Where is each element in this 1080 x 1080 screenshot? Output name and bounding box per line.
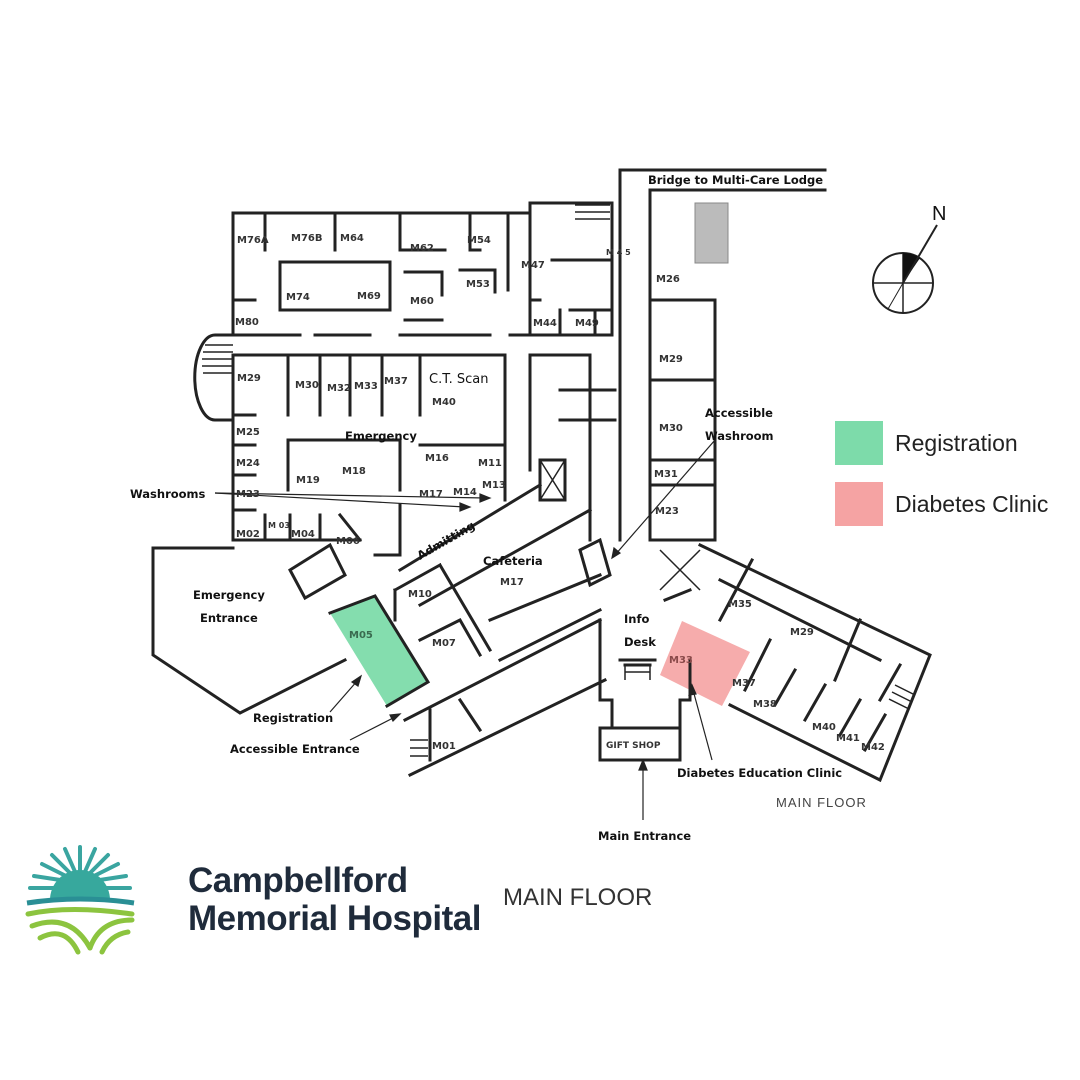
room-label: M62: [410, 243, 434, 254]
hospital-name-line1: Campbellford: [188, 861, 408, 900]
room-label: M76B: [291, 233, 323, 244]
emergency-label: Emergency: [345, 429, 417, 443]
room-label: M74: [286, 292, 310, 303]
room-label: M69: [357, 291, 381, 302]
room-label: M14: [453, 487, 477, 498]
room-label: M23: [655, 506, 679, 517]
hospital-logo: [25, 845, 135, 955]
gift-shop-outline: [598, 726, 682, 762]
diabetes-clinic-callout: Diabetes Education Clinic: [677, 766, 842, 780]
room-label: M44: [533, 318, 557, 329]
hospital-name: Campbellford Memorial Hospital: [188, 862, 481, 938]
room-label: M42: [861, 742, 885, 753]
ct-scan-label: C.T. Scan: [429, 372, 488, 387]
room-label: M47: [521, 260, 545, 271]
room-label: M30: [659, 423, 683, 434]
room-label: M 4 5: [606, 248, 631, 257]
room-label: M29: [659, 354, 683, 365]
room-label: M76A: [237, 235, 269, 246]
room-label: M40: [432, 397, 456, 408]
room-label: M26: [656, 274, 680, 285]
room-label: M05: [349, 630, 373, 641]
room-label: M24: [236, 458, 260, 469]
room-label: M29: [237, 373, 261, 384]
info-desk-label: Info: [624, 612, 649, 626]
room-label: M80: [235, 317, 259, 328]
room-label: M19: [296, 475, 320, 486]
room-label: M25: [236, 427, 260, 438]
room-label: M 03: [268, 521, 290, 530]
washrooms-label: Washrooms: [130, 487, 206, 501]
room-label: M11: [478, 458, 502, 469]
room-label: M23: [236, 489, 260, 500]
legend-swatch-diabetes-clinic: [835, 482, 883, 526]
legend-swatch-registration: [835, 421, 883, 465]
admitting-label: Admitting: [415, 518, 478, 562]
accessible-washroom-label: Washroom: [705, 429, 774, 443]
room-label: M37: [384, 376, 408, 387]
legend-item-diabetes-clinic: Diabetes Clinic: [835, 482, 1048, 526]
emergency-entrance-label: Emergency: [193, 588, 265, 602]
hospital-name-line2: Memorial Hospital: [188, 899, 481, 938]
floor-title: MAIN FLOOR: [503, 884, 653, 911]
room-label: M01: [432, 741, 456, 752]
room-label: M35: [728, 599, 752, 610]
legend-label: Diabetes Clinic: [895, 490, 1049, 517]
room-label: M17: [500, 577, 524, 588]
room-label: M31: [654, 469, 678, 480]
room-label: M49: [575, 318, 599, 329]
main-entrance-label: Main Entrance: [598, 829, 691, 843]
room-label: M10: [408, 589, 432, 600]
callout-arrows: [214, 439, 716, 820]
room-label: M13: [482, 480, 506, 491]
walls: [151, 168, 932, 783]
room-label: M16: [425, 453, 449, 464]
room-label: M33: [669, 655, 693, 666]
room-label: M04: [291, 529, 315, 540]
room-label: M53: [466, 279, 490, 290]
diabetes-clinic-highlight[interactable]: [660, 621, 750, 706]
room-label: M64: [340, 233, 364, 244]
cafeteria-label: Cafeteria: [483, 554, 543, 568]
compass-icon: N: [872, 203, 946, 314]
north-label: N: [932, 203, 946, 225]
room-label: M38: [753, 699, 777, 710]
room-label: M41: [836, 733, 860, 744]
room-label: M17: [419, 489, 443, 500]
room-label: M40: [812, 722, 836, 733]
map-floor-label: MAIN FLOOR: [776, 795, 867, 810]
room-label: M54: [467, 235, 491, 246]
room-label: M33: [354, 381, 378, 392]
gift-shop-label: GIFT SHOP: [606, 741, 661, 751]
room-label: M07: [432, 638, 456, 649]
registration-callout: Registration: [253, 711, 333, 725]
room-label: M18: [342, 466, 366, 477]
room-label: M32: [327, 383, 351, 394]
emergency-entrance-label: Entrance: [200, 611, 258, 625]
legend-label: Registration: [895, 429, 1018, 456]
room-label: M60: [410, 296, 434, 307]
room-label: M30: [295, 380, 319, 391]
legend-item-registration: Registration: [835, 421, 1018, 465]
bridge-label: Bridge to Multi-Care Lodge: [648, 173, 823, 187]
accessible-washroom-label: Accessible: [705, 406, 773, 420]
room-label: M06: [336, 536, 360, 547]
room-labels: M76A M76B M64 M62 M54 M47 M 4 5 M74 M69 …: [235, 233, 885, 753]
info-desk-label: Desk: [624, 635, 656, 649]
registration-highlight[interactable]: [330, 596, 428, 706]
room-label: M29: [790, 627, 814, 638]
area-labels: Bridge to Multi-Care Lodge C.T. Scan Eme…: [130, 173, 867, 843]
room-label: M02: [236, 529, 260, 540]
room-label: M37: [732, 678, 756, 689]
accessible-entrance-label: Accessible Entrance: [230, 742, 360, 756]
